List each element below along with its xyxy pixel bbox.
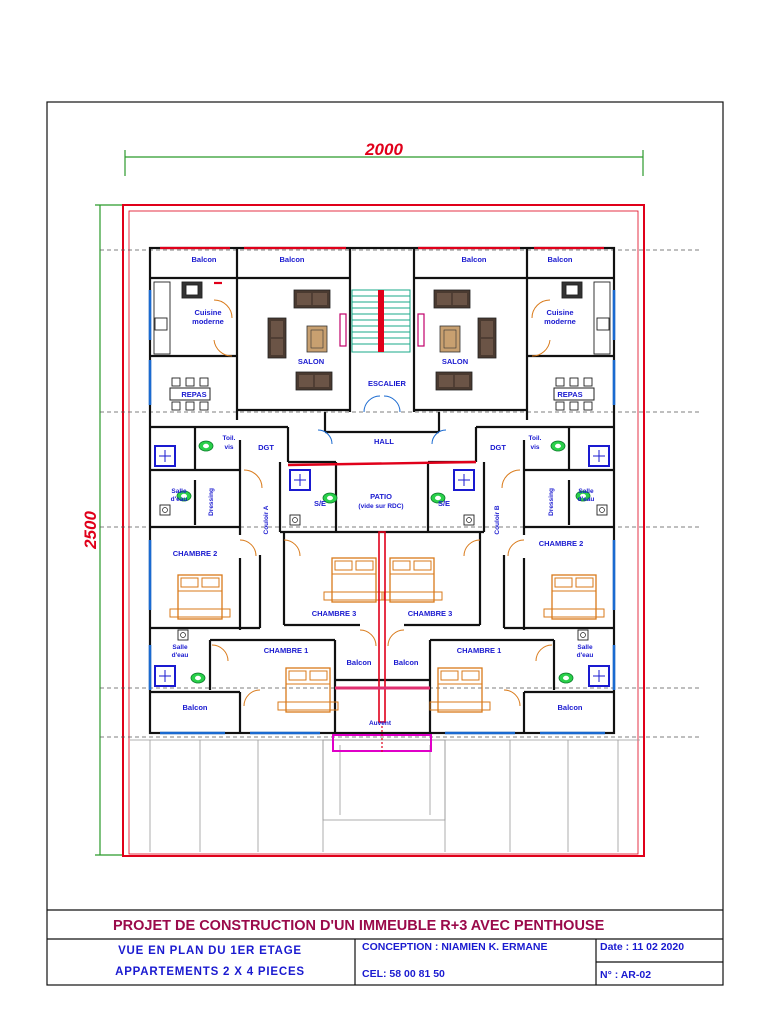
height-dimension: 2500 [81, 204, 122, 856]
room-labels: Balcon Balcon Balcon Balcon Cuisine mode… [171, 255, 595, 727]
label-balcon-bottom-left: Balcon [182, 703, 207, 712]
label-dgt-right: DGT [490, 443, 506, 452]
label-salle-eau-left: Salle [171, 488, 187, 495]
label-balcon-2: Balcon [279, 255, 304, 264]
label-se-left: S/E [314, 499, 326, 508]
staircase [351, 289, 411, 353]
label-balcon-bottom-center-left: Balcon [346, 658, 371, 667]
patio-central-divider [332, 531, 432, 752]
label-couloir-a: Couloir A [263, 505, 270, 534]
label-toilet-right: Toil. [529, 435, 542, 442]
label-balcon-4: Balcon [547, 255, 572, 264]
label-repas-right: REPAS [557, 390, 582, 399]
label-se-right: S/E [438, 499, 450, 508]
conception-credit: CONCEPTION : NIAMIEN K. ERMANE [362, 941, 548, 953]
door-swings [211, 299, 553, 707]
label-salle-eau-bottom-left-2: d'eau [172, 652, 189, 659]
windows [148, 290, 616, 735]
hall-rail [287, 460, 477, 467]
kitchen-left [153, 281, 203, 355]
label-salon-left: SALON [298, 357, 324, 366]
label-cuisine-right: Cuisine [546, 308, 573, 317]
drawing-date: Date : 11 02 2020 [600, 941, 684, 953]
sheet-number: N° : AR-02 [600, 969, 651, 981]
label-cuisine-right-2: moderne [544, 317, 576, 326]
title-block: PROJET DE CONSTRUCTION D'UN IMMEUBLE R+3… [47, 909, 723, 985]
ground-floor-outline [130, 739, 640, 852]
label-salle-eau-bottom-right: Salle [577, 644, 593, 651]
label-chambre-1-left: CHAMBRE 1 [264, 646, 309, 655]
label-cuisine-left: Cuisine [194, 308, 221, 317]
label-salle-eau-left-2: d'eau [171, 496, 188, 503]
height-dimension-label: 2500 [81, 511, 100, 550]
label-escalier: ESCALIER [368, 379, 407, 388]
label-balcon-3: Balcon [461, 255, 486, 264]
label-cuisine-left-2: moderne [192, 317, 224, 326]
label-chambre-2-left: CHAMBRE 2 [173, 549, 218, 558]
label-toilet-left-2: vis [224, 444, 233, 451]
view-title: VUE EN PLAN DU 1ER ETAGE [118, 945, 302, 957]
label-chambre-3-left: CHAMBRE 3 [312, 609, 357, 618]
balcony-rails [160, 246, 604, 285]
plot-boundary-outer [122, 204, 645, 857]
label-patio-2: (vide sur RDC) [358, 503, 403, 510]
project-title: PROJET DE CONSTRUCTION D'UN IMMEUBLE R+3… [113, 918, 605, 934]
label-dressing-left: Dressing [208, 488, 215, 516]
label-salle-eau-bottom-left: Salle [172, 644, 188, 651]
sheet-border [46, 101, 724, 986]
label-salle-eau-right: Salle [578, 488, 594, 495]
label-repas-left: REPAS [181, 390, 206, 399]
kitchen-right [561, 281, 611, 355]
label-chambre-2-right: CHAMBRE 2 [539, 539, 584, 548]
apartments-title: APPARTEMENTS 2 X 4 PIECES [115, 966, 305, 978]
width-dimension-label: 2000 [364, 140, 403, 159]
label-balcon-bottom-center-right: Balcon [393, 658, 418, 667]
width-dimension: 2000 [124, 140, 644, 176]
phone-number: CEL: 58 00 81 50 [362, 968, 445, 980]
label-salle-eau-bottom-right-2: d'eau [577, 652, 594, 659]
plot-boundary-inner [128, 210, 639, 855]
label-salon-right: SALON [442, 357, 468, 366]
label-toilet-right-2: vis [530, 444, 539, 451]
label-chambre-3-right: CHAMBRE 3 [408, 609, 453, 618]
salon-furniture-right [417, 289, 497, 391]
label-balcon-1: Balcon [191, 255, 216, 264]
salon-furniture-left [267, 289, 347, 391]
label-toilet-left: Toil. [223, 435, 236, 442]
label-balcon-bottom-right: Balcon [557, 703, 582, 712]
label-dgt-left: DGT [258, 443, 274, 452]
label-chambre-1-right: CHAMBRE 1 [457, 646, 502, 655]
label-dressing-right: Dressing [548, 488, 555, 516]
label-hall: HALL [374, 437, 394, 446]
label-patio: PATIO [370, 492, 392, 501]
label-auvent: Auvent [369, 720, 392, 727]
label-salle-eau-right-2: d'eau [578, 496, 595, 503]
entry-doors [317, 395, 447, 445]
label-couloir-b: Couloir B [494, 505, 501, 535]
